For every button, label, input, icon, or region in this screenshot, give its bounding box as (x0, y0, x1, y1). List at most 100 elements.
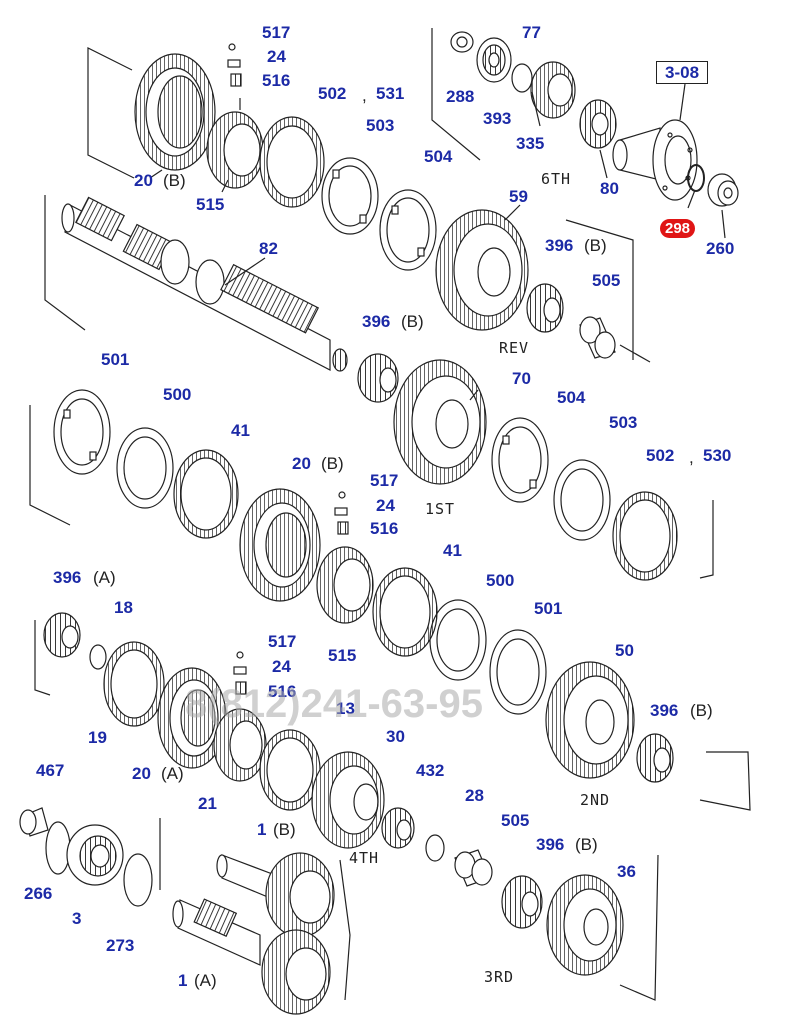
label-1a: 1 (178, 971, 188, 990)
sync-hub-515-top (206, 98, 264, 189)
label-24-mid: 24 (376, 496, 395, 515)
label-432: 432 (416, 761, 445, 780)
label-500-mid: 500 (486, 571, 515, 590)
blocker-ring-19 (103, 641, 165, 727)
gear-name-1st: 1ST (425, 500, 456, 518)
label-396-3rd-suffix: (B) (575, 835, 598, 854)
snap-ring-335 (511, 63, 533, 93)
ring-504-top (379, 189, 437, 271)
label-3-08: 3-08 (656, 61, 709, 84)
label-467: 467 (36, 761, 65, 780)
label-502-top: 502 (318, 84, 347, 103)
label-1a-suffix: (A) (194, 971, 217, 990)
label-70: 70 (512, 369, 531, 388)
label-501-left: 501 (101, 350, 130, 369)
blocker-ring-13 (259, 729, 321, 811)
label-516-mid: 516 (370, 519, 399, 538)
spring-516-low (233, 651, 247, 695)
label-36: 36 (617, 862, 636, 881)
label-18: 18 (114, 598, 133, 617)
ring-504-mid (491, 417, 549, 503)
sync-hub-21 (213, 708, 267, 782)
input-shaft-1a (172, 898, 331, 1015)
first-gear-70 (393, 359, 487, 485)
nut-260 (707, 173, 739, 207)
spring-516-top (227, 43, 242, 87)
label-41-mid: 41 (443, 541, 462, 560)
label-516-low: 516 (268, 682, 297, 701)
ring-501-mid (489, 629, 547, 715)
label-500-left: 500 (163, 385, 192, 404)
label-517-top: 517 (262, 23, 291, 42)
label-396-shaft-suffix: (B) (401, 312, 424, 331)
label-396-rev-suffix: (B) (584, 236, 607, 255)
sync-sleeve-20b-mid (239, 488, 321, 602)
blocker-ring-502-mid (612, 491, 678, 581)
label-24-low: 24 (272, 657, 291, 676)
blocker-ring-502-top (259, 116, 325, 208)
bushing-467 (19, 807, 49, 837)
snap-ring-266 (45, 821, 71, 875)
phone-watermark: 8(812)241-63-95 (185, 682, 483, 726)
label-273: 273 (106, 936, 135, 955)
label-515-mid: 515 (328, 646, 357, 665)
washer-288 (450, 31, 474, 53)
label-502-mid: 502 (646, 446, 675, 465)
label-503-top: 503 (366, 116, 395, 135)
snap-ring-28 (425, 834, 445, 862)
ring-500-left (116, 427, 174, 509)
gear-77 (530, 61, 576, 119)
label-20a-suffix: (A) (161, 764, 184, 783)
label-20-mid-suffix: (B) (321, 454, 344, 473)
label-266: 266 (24, 884, 53, 903)
needle-bearing-396b-3rd (501, 875, 543, 929)
blocker-ring-41-mid (372, 567, 438, 657)
label-30: 30 (386, 727, 405, 746)
needle-bearing-396b-mid (357, 353, 399, 403)
label-504-mid: 504 (557, 388, 586, 407)
third-gear-36 (546, 874, 624, 976)
label-41-left: 41 (231, 421, 250, 440)
label-50: 50 (615, 641, 634, 660)
label-503-mid: 503 (609, 413, 638, 432)
needle-bearing-432 (381, 807, 415, 849)
label-298-highlight: 298 (660, 219, 696, 238)
label-77: 77 (522, 23, 541, 42)
blocker-ring-41-left (173, 449, 239, 539)
bearing-3 (66, 824, 124, 886)
needle-bearing-396b-2nd (636, 733, 674, 783)
label-335: 335 (516, 134, 545, 153)
ring-503-top (321, 157, 379, 235)
label-59: 59 (509, 187, 528, 206)
fourth-gear-30 (311, 751, 385, 849)
gear-name-4th: 4TH (349, 849, 380, 867)
label-20-top-suffix: (B) (163, 171, 186, 190)
reverse-gear-59 (435, 209, 529, 331)
label-515-top: 515 (196, 195, 225, 214)
label-505-low: 505 (501, 811, 530, 830)
needle-bearing-396a (43, 612, 81, 658)
flange-assembly-3-08 (612, 119, 698, 201)
comma-502-530: , (689, 448, 694, 467)
label-393: 393 (483, 109, 512, 128)
label-20-top: 20 (134, 171, 153, 190)
label-1b-suffix: (B) (273, 820, 296, 839)
snap-ring-273 (123, 853, 153, 907)
label-396-rev: 396 (545, 236, 574, 255)
comma-502-531: , (362, 86, 367, 105)
collar-505-low (454, 849, 493, 887)
label-396a: 396 (53, 568, 82, 587)
label-517-mid: 517 (370, 471, 399, 490)
label-82: 82 (259, 239, 278, 258)
ring-500-mid (429, 599, 487, 681)
snap-ring-18 (89, 644, 107, 670)
label-396-2nd: 396 (650, 701, 679, 720)
label-516-top: 516 (262, 71, 291, 90)
label-288: 288 (446, 87, 475, 106)
collar-505-top (579, 316, 616, 359)
spring-516-mid (334, 491, 349, 535)
label-531: 531 (376, 84, 405, 103)
label-20a: 20 (132, 764, 151, 783)
label-260: 260 (706, 239, 735, 258)
